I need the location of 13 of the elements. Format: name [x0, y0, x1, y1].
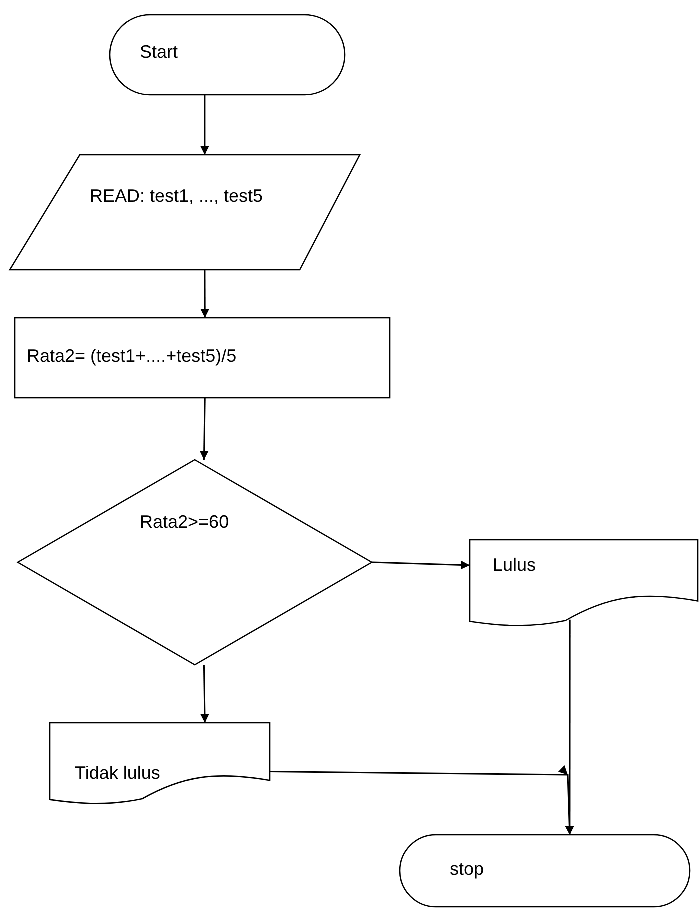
- arrow: [200, 95, 210, 155]
- node-label: Rata2= (test1+....+test5)/5: [27, 346, 237, 367]
- arrow: [270, 766, 574, 836]
- node-label: Lulus: [493, 555, 536, 576]
- arrow: [200, 398, 209, 460]
- arrow: [200, 664, 210, 724]
- node-label: Tidak lulus: [75, 763, 160, 784]
- node-label: Rata2>=60: [140, 512, 230, 533]
- node-label: Start: [140, 42, 178, 63]
- arrow: [200, 270, 210, 318]
- arrow: [372, 560, 470, 570]
- node-label: READ: test1, ..., test5: [90, 185, 264, 208]
- node-label: stop: [450, 859, 484, 880]
